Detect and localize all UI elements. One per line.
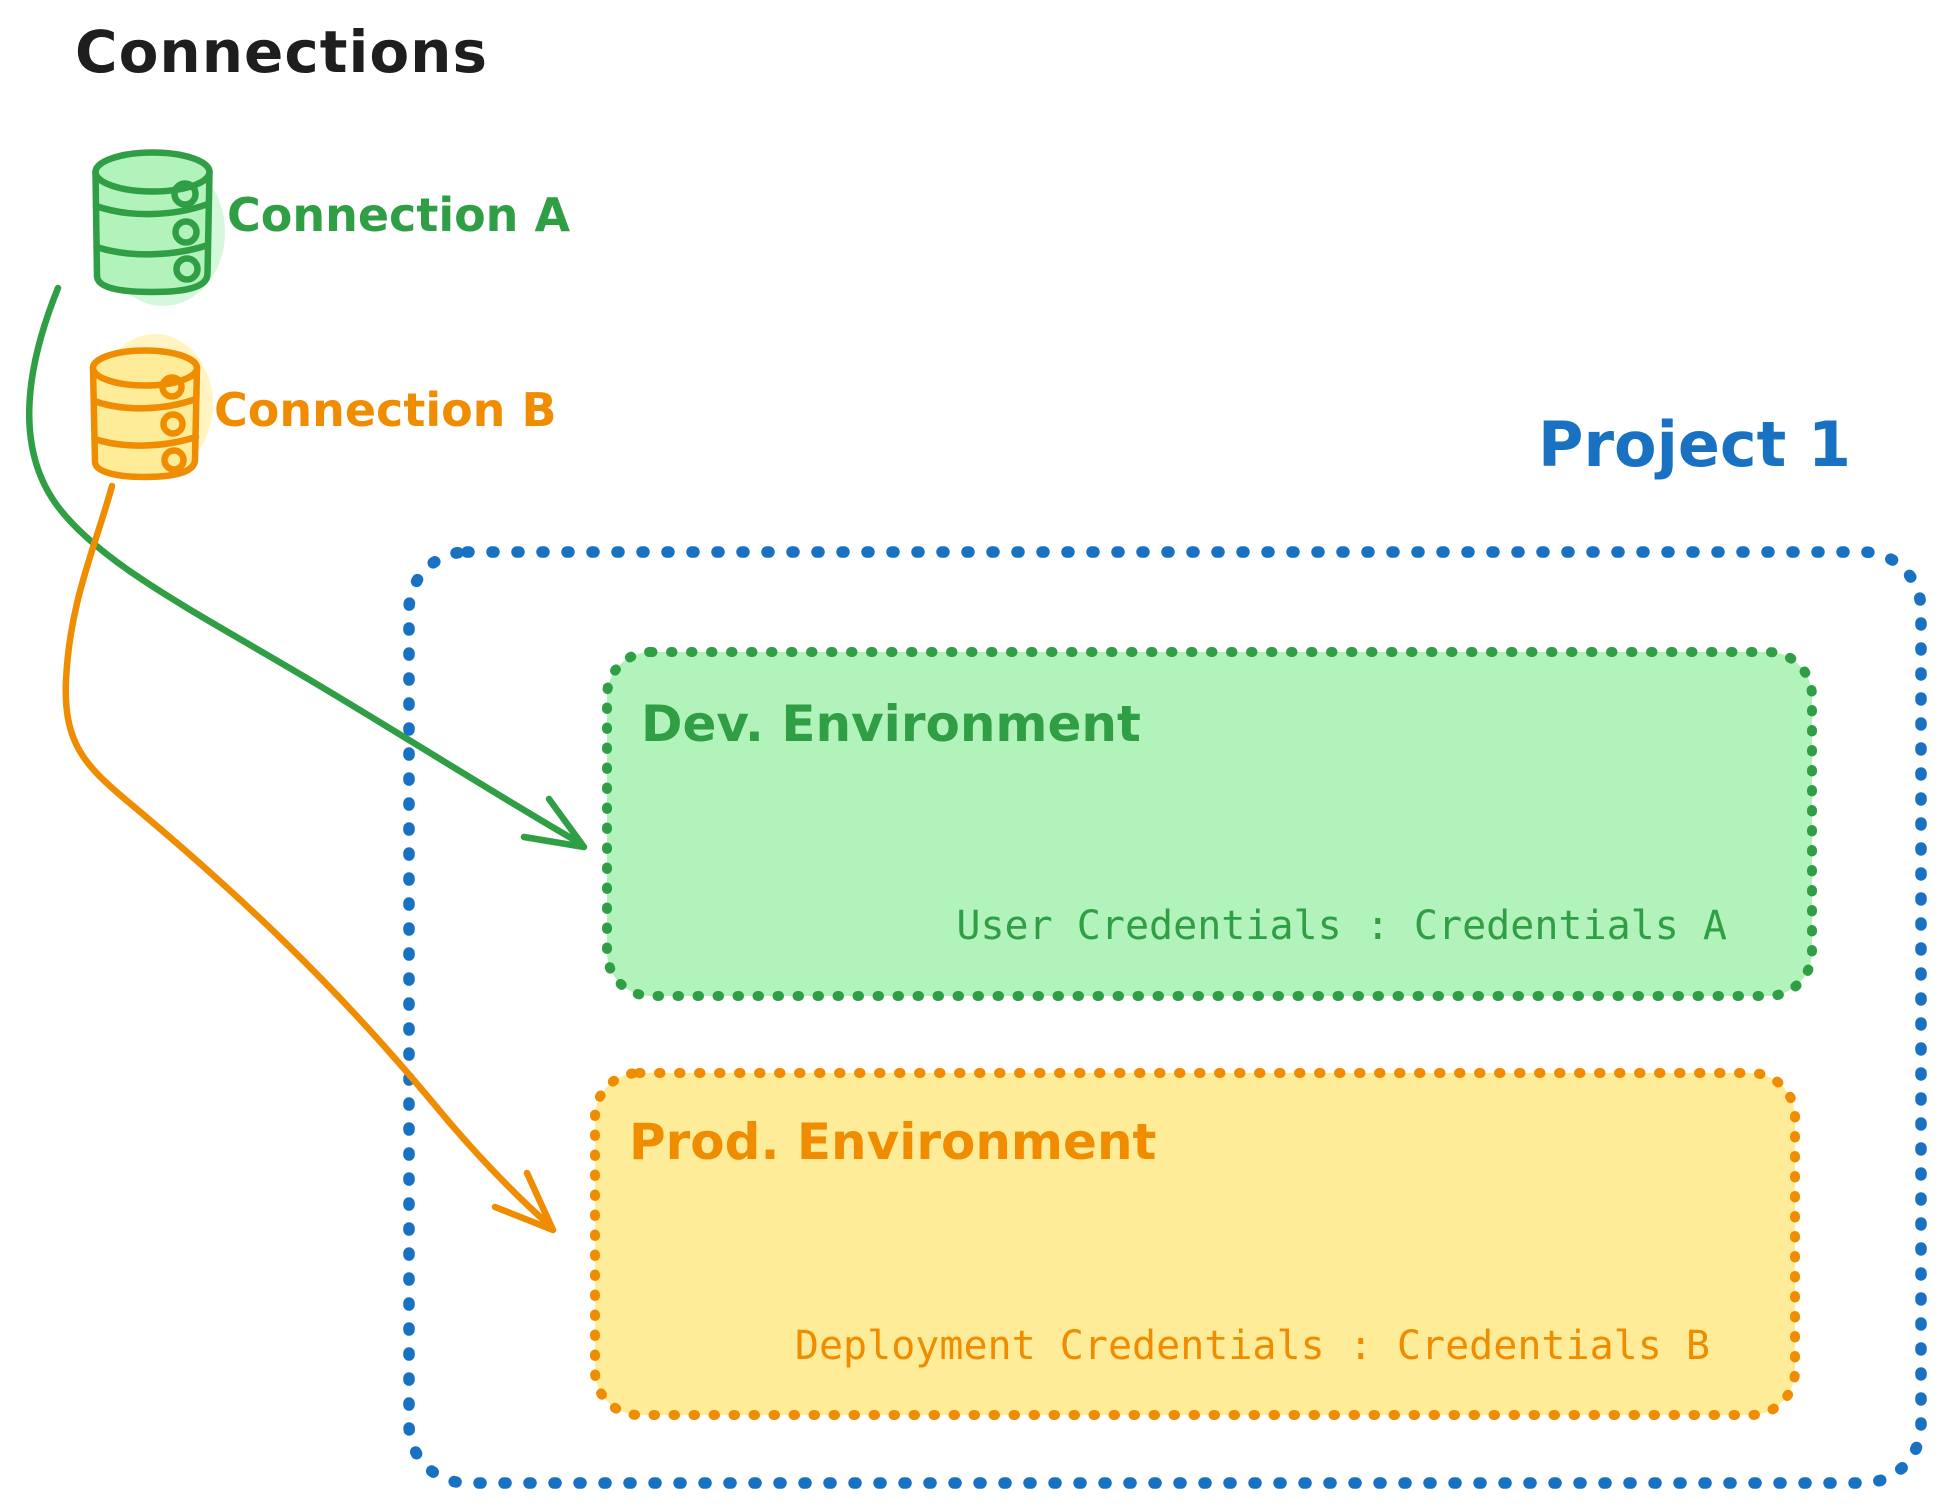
dev-environment-box: [602, 647, 1817, 1001]
database-led: [171, 180, 199, 208]
prod-environment-label: Prod. Environment: [629, 1113, 1157, 1171]
arrowhead: [491, 1169, 557, 1234]
database-band-line: [90, 395, 200, 412]
connection-a-label: Connection A: [227, 188, 571, 242]
connection-b-database-icon: [89, 334, 213, 481]
connection-a-database-icon: [92, 149, 225, 306]
database-band-line: [93, 241, 212, 258]
database-band-line: [92, 200, 212, 218]
project-1-label: Project 1: [1538, 408, 1852, 481]
database-body-outline: [89, 364, 201, 481]
prod-environment-box: [590, 1068, 1800, 1420]
database-led: [173, 255, 201, 283]
database-led: [160, 411, 186, 437]
dev-environment-label: Dev. Environment: [641, 695, 1141, 753]
arrow-curve: [62, 482, 552, 1228]
database-led: [172, 218, 200, 246]
database-body-outline: [92, 168, 213, 296]
database-led: [161, 447, 187, 473]
project-1-container-box: [403, 546, 1927, 1489]
arrowhead: [520, 795, 588, 851]
dev-environment-credentials: User Credentials : Credentials A: [956, 903, 1727, 949]
connection-a-arrow: [25, 284, 588, 851]
arrow-curve: [25, 284, 582, 846]
prod-environment-credentials: Deployment Credentials : Credentials B: [794, 1323, 1710, 1369]
connection-b-label: Connection B: [214, 383, 557, 437]
connection-b-arrow: [62, 482, 557, 1234]
database-led: [159, 374, 185, 400]
database-band-line: [91, 433, 200, 449]
connections-title: Connections: [75, 18, 488, 86]
